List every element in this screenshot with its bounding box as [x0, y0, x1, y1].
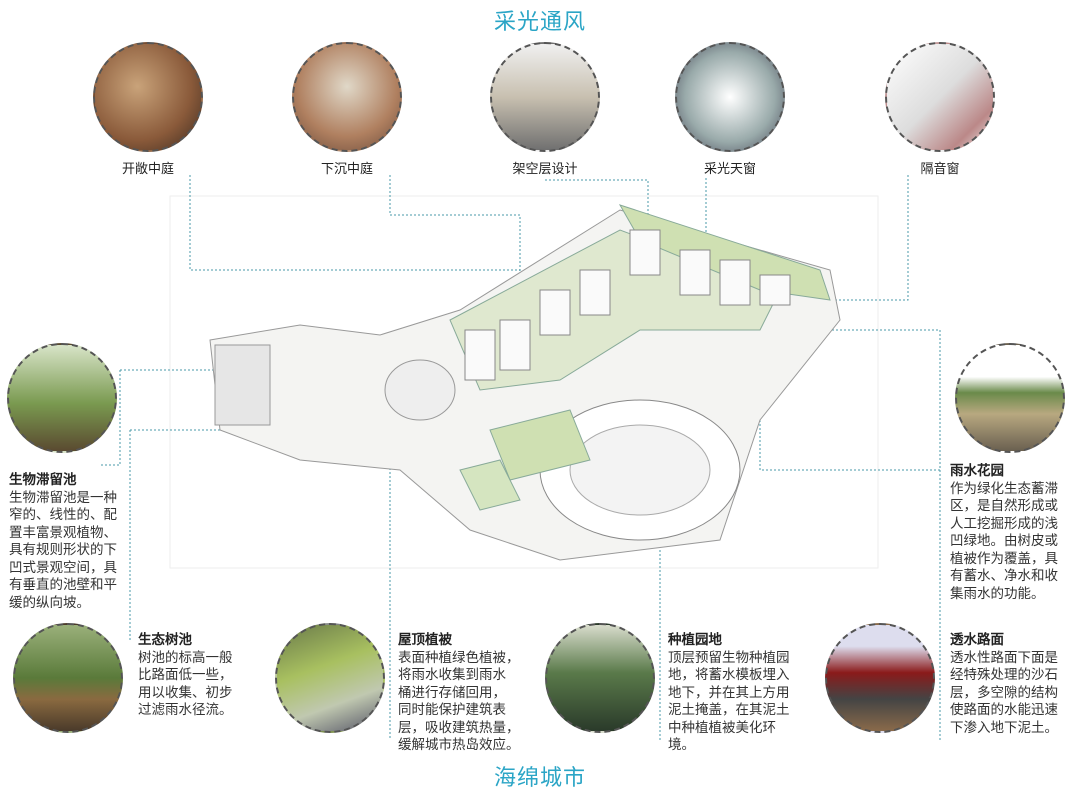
desc-line: 缓的纵向坡。 [9, 594, 90, 611]
tree-pool-title: 生态树池 [138, 632, 192, 648]
desc-line: 透水性路面下面是 [950, 649, 1058, 666]
permeable-pavement-image [825, 623, 935, 733]
pavement-desc: 透水路面 透水性路面下面是 经特殊处理的沙石 层，多空隙的结构 使路面的水能迅速… [950, 632, 1075, 737]
desc-line: 具有规则形状的下 [9, 542, 117, 558]
pavement-title: 透水路面 [950, 632, 1004, 648]
planting-desc: 种植园地 顶层预留生物种植园 地，将蓄水模板埋入 地下，并在其上方用 泥土掩盖，… [668, 632, 803, 755]
bioretention-title: 生物滞留池 [9, 472, 77, 488]
desc-line: 凹式景观空间，具 [9, 559, 117, 576]
desc-line: 表面种植绿色植被， [398, 649, 520, 666]
desc-line: 集雨水的功能。 [950, 585, 1045, 602]
rain-garden-desc: 雨水花园 作为绿化生态蓄滞 区，是自然形成或 人工挖掘形成的浅 凹绿地。由树皮或… [950, 463, 1075, 603]
desc-line: 生物滞留池是一种 [9, 489, 117, 506]
rain-garden-image [955, 343, 1065, 453]
bioretention-desc: 生物滞留池 生物滞留池是一种 窄的、线性的、配 置丰富景观植物、 具有规则形状的… [9, 472, 129, 612]
desc-line: 人工挖掘形成的浅 [950, 515, 1058, 532]
label-sunken-atrium: 下沉中庭 [320, 162, 373, 177]
tree-pool-desc: 生态树池 树池的标高一般 比路面低一些， 用以收集、初步 过滤雨水径流。 [138, 632, 258, 720]
bottom-title: 海绵城市 [493, 766, 586, 791]
desc-line: 植被作为覆盖，具 [950, 550, 1058, 567]
label-stilt-floor: 架空层设计 [512, 162, 578, 177]
desc-line: 桶进行存储回用， [398, 684, 506, 701]
desc-line: 层，吸收建筑热量， [398, 719, 520, 736]
soundproof-window-image [885, 42, 995, 152]
tree-pool-image [13, 623, 123, 733]
desc-line: 中种植植被美化环 [668, 719, 776, 736]
desc-line: 同时能保护建筑表 [398, 702, 506, 718]
desc-line: 区，是自然形成或 [950, 498, 1058, 514]
desc-line: 树池的标高一般 [138, 649, 233, 666]
green-roof-image [275, 623, 385, 733]
desc-line: 缓解城市热岛效应。 [398, 737, 520, 753]
campus-buildings [209, 204, 841, 561]
bioretention-image [7, 343, 117, 453]
desc-line: 下渗入地下泥土。 [950, 719, 1058, 736]
desc-line: 地，将蓄水模板埋入 [668, 667, 790, 683]
skylight-image [675, 42, 785, 152]
desc-line: 置丰富景观植物、 [9, 524, 117, 541]
desc-line: 境。 [668, 737, 695, 753]
desc-line: 凹绿地。由树皮或 [950, 533, 1058, 549]
rain-garden-title: 雨水花园 [950, 463, 1004, 479]
desc-line: 层，多空隙的结构 [950, 684, 1058, 701]
desc-line: 比路面低一些， [138, 667, 233, 683]
green-roof-desc: 屋顶植被 表面种植绿色植被， 将雨水收集到雨水 桶进行存储回用， 同时能保护建筑… [398, 632, 528, 755]
planting-garden-image [545, 623, 655, 733]
desc-line: 有垂直的池壁和平 [9, 577, 117, 593]
desc-line: 使路面的水能迅速 [950, 702, 1058, 718]
desc-line: 过滤雨水径流。 [138, 702, 233, 718]
label-soundproof-window: 隔音窗 [920, 162, 960, 177]
desc-line: 地下，并在其上方用 [668, 684, 790, 701]
green-roof-title: 屋顶植被 [398, 632, 452, 648]
desc-line: 经特殊处理的沙石 [950, 667, 1058, 683]
top-title: 采光通风 [493, 10, 586, 35]
desc-line: 用以收集、初步 [138, 684, 233, 701]
desc-line: 将雨水收集到雨水 [398, 667, 506, 683]
desc-line: 有蓄水、净水和收 [950, 568, 1058, 584]
desc-line: 顶层预留生物种植园 [668, 649, 790, 666]
desc-line: 作为绿化生态蓄滞 [950, 480, 1058, 497]
desc-line: 泥土掩盖，在其泥土 [668, 702, 790, 718]
sunken-atrium-image [292, 42, 402, 152]
label-skylight: 采光天窗 [703, 162, 756, 177]
planting-title: 种植园地 [668, 632, 722, 648]
stilt-floor-image [490, 42, 600, 152]
desc-line: 窄的、线性的、配 [9, 507, 117, 523]
label-open-atrium: 开敞中庭 [121, 162, 174, 177]
atrium-image [93, 42, 203, 152]
